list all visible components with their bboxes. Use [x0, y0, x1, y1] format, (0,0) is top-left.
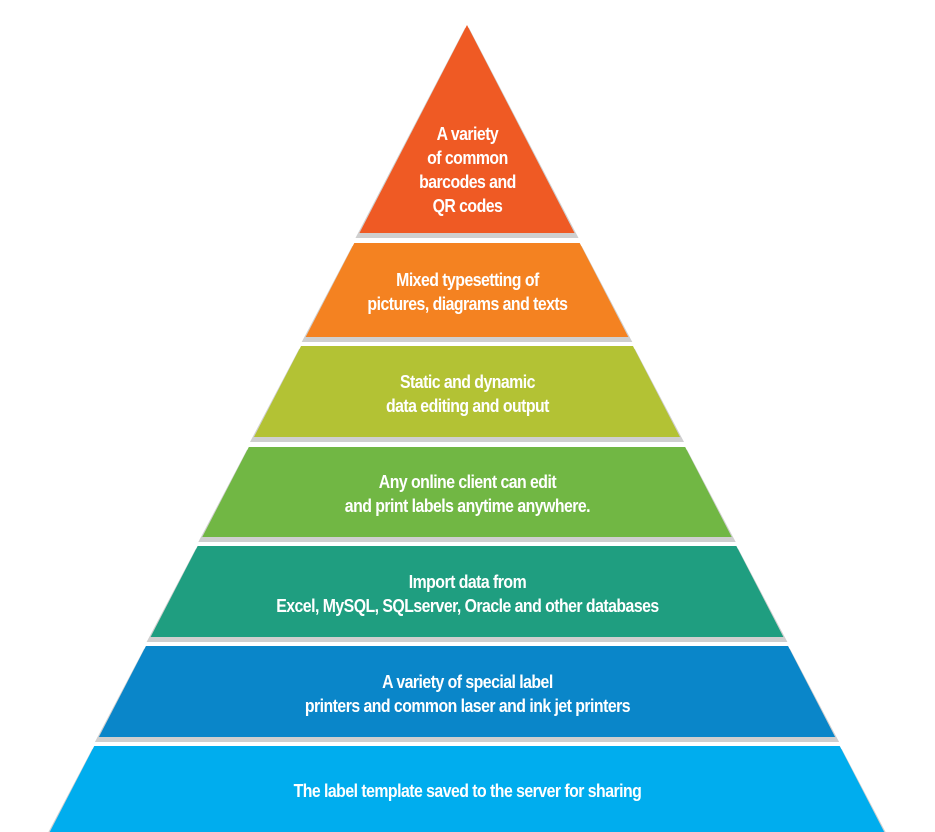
layer-label-line: Mixed typesetting of: [396, 270, 539, 290]
pyramid-layer-2: [305, 243, 629, 337]
layer-label-3: Static and dynamic data editing and outpu…: [56, 370, 879, 418]
layer-label-line: QR codes: [432, 196, 503, 216]
layer-label-line: Static and dynamic: [400, 371, 535, 392]
pyramid-layer-6: [98, 646, 836, 737]
layer-label-6: A variety of special label printers and c…: [56, 670, 879, 718]
layer-label-line: barcodes and: [419, 172, 516, 192]
pyramid-layer-7: [49, 746, 885, 832]
layer-label-line: Any online client can edit: [378, 472, 557, 492]
layer-label-line: Excel, MySQL, SQLserver, Oracle and othe…: [276, 595, 659, 616]
layer-label-line: and print labels anytime anywhere.: [344, 496, 591, 516]
pyramid-layer-4: [202, 447, 732, 537]
layer-label-2: Mixed typesetting of pictures, diagrams a…: [56, 268, 879, 316]
layer-label-line: The label template saved to the server f…: [293, 781, 642, 801]
layer-label-line: A variety of special label: [382, 671, 553, 692]
layer-label-line: pictures, diagrams and texts: [367, 294, 568, 314]
layer-label-7: The label template saved to the server f…: [56, 779, 879, 803]
layer-label-1: A variety of common barcodes and QR codes: [56, 122, 879, 218]
layer-label-line: data editing and output: [385, 395, 549, 416]
pyramid-layer-3: [253, 346, 681, 437]
layer-label-4: Any online client can edit and print labe…: [56, 470, 879, 518]
layer-label-line: Import data from: [408, 571, 527, 592]
layer-label-line: A variety: [436, 124, 499, 144]
layer-label-line: of common: [427, 148, 508, 168]
pyramid-layer-5: [150, 546, 784, 637]
pyramid-layer-1: [359, 25, 575, 233]
layer-label-line: printers and common laser and ink jet pr…: [304, 695, 631, 716]
